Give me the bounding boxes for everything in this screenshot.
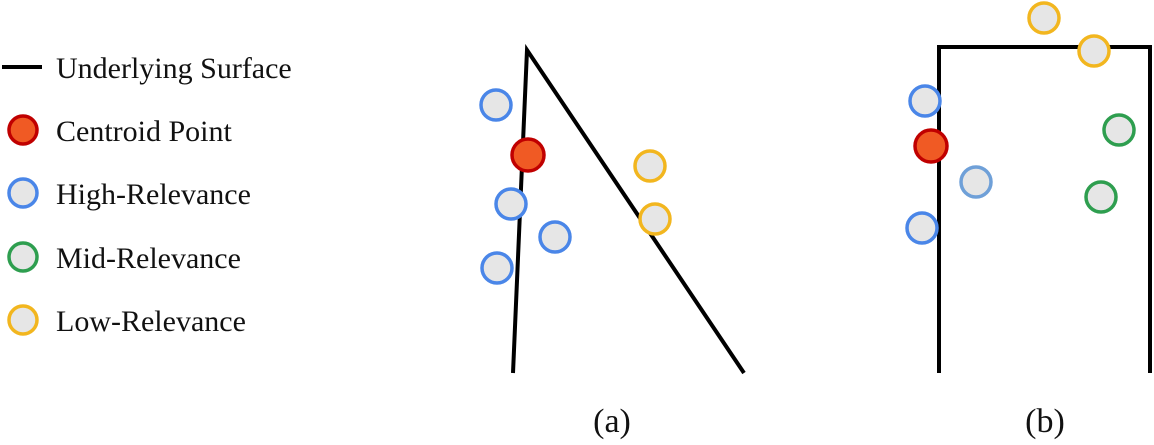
panel-a-surface [511, 43, 746, 375]
panel-b-mid-point-2 [1084, 180, 1118, 214]
legend-item-centroid: Centroid Point [7, 114, 233, 148]
legend-item-low: Low-Relevance [7, 304, 246, 338]
panel-b-high-point-3 [905, 211, 939, 245]
panel-a-caption: (a) [593, 403, 631, 440]
panel-b-centroid-point [913, 128, 949, 164]
panel-a-high-point-2 [494, 187, 528, 221]
panel-a-high-point-1 [479, 88, 513, 122]
legend-item-high: High-Relevance [7, 177, 251, 211]
legend-mid-label: Mid-Relevance [56, 242, 241, 275]
panel-a: (a) [479, 43, 746, 440]
panel-b-low-point-2 [1077, 34, 1111, 68]
panel-a-high-point-3 [538, 220, 572, 254]
legend-surface-label: Underlying Surface [56, 52, 292, 85]
legend: Underlying Surface Centroid Point High-R… [2, 52, 292, 338]
panel-b-high-point-2 [959, 165, 993, 199]
panel-a-centroid-point [510, 137, 546, 173]
panel-b-caption: (b) [1025, 403, 1065, 440]
panel-b-mid-point-1 [1102, 113, 1136, 147]
legend-item-surface: Underlying Surface [2, 52, 292, 85]
legend-item-mid: Mid-Relevance [7, 241, 241, 275]
legend-low-label: Low-Relevance [56, 305, 246, 338]
legend-centroid-swatch [7, 114, 39, 146]
legend-high-swatch [7, 177, 39, 209]
panel-b-low-point-1 [1027, 1, 1061, 35]
panel-b-surface [937, 45, 1152, 373]
legend-mid-swatch [7, 241, 39, 273]
panel-b-high-point-1 [908, 84, 942, 118]
panel-a-low-point-2 [638, 202, 672, 236]
legend-centroid-label: Centroid Point [56, 115, 233, 148]
panel-a-low-point-1 [633, 149, 667, 183]
panel-a-high-point-4 [480, 251, 514, 285]
legend-high-label: High-Relevance [56, 178, 251, 211]
legend-low-swatch [7, 304, 39, 336]
panel-b: (b) [905, 1, 1152, 440]
